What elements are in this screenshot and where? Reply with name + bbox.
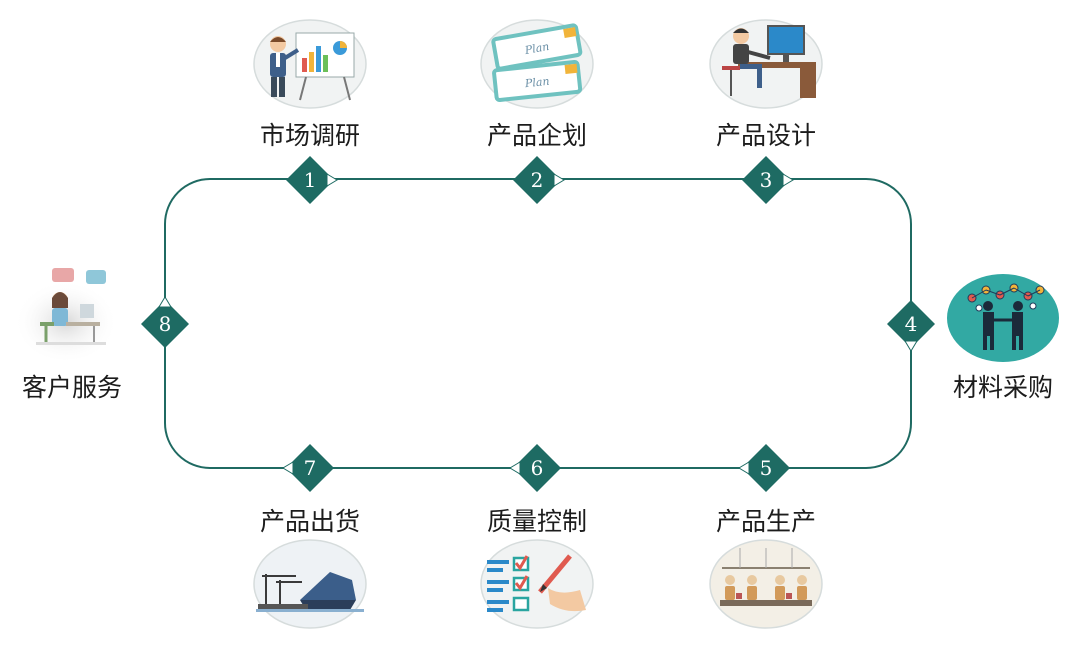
step-marker-8: 8 <box>141 296 189 348</box>
step-number: 8 <box>159 312 172 336</box>
step-marker-6: 6 <box>509 444 561 492</box>
step-marker-3: 3 <box>742 156 794 204</box>
checklist-icon <box>480 539 594 629</box>
step-notch <box>326 173 338 187</box>
svg-text:Plan: Plan <box>523 75 550 91</box>
step-diamond <box>887 300 935 348</box>
step-number: 5 <box>760 456 773 480</box>
step-diamond <box>513 444 561 492</box>
step-label-1: 市场调研 <box>259 121 361 150</box>
step-marker-1: 1 <box>286 156 338 204</box>
step-number: 7 <box>304 456 317 480</box>
step-markers: 1 2 3 4 5 6 7 8 <box>141 156 935 492</box>
step-label-6: 质量控制 <box>486 507 588 536</box>
step-number: 1 <box>304 168 317 192</box>
step-number: 2 <box>531 168 544 192</box>
step-marker-4: 4 <box>887 300 935 352</box>
step-marker-7: 7 <box>282 444 334 492</box>
step-notch <box>509 461 521 475</box>
step-label-2: 产品企划 <box>486 121 588 150</box>
step-number: 6 <box>531 456 544 480</box>
step-diamond <box>286 444 334 492</box>
handshake-icon <box>947 274 1059 362</box>
step-notch <box>282 461 294 475</box>
cycle-loop-line <box>164 178 912 469</box>
step-diamond <box>513 156 561 204</box>
step-label-7: 产品出货 <box>259 507 361 536</box>
step-label-5: 产品生产 <box>715 507 817 536</box>
step-label-3: 产品设计 <box>715 121 817 150</box>
plan-cards-icon: Plan Plan <box>480 19 594 109</box>
step-notch <box>738 461 750 475</box>
step-diamond <box>742 444 790 492</box>
designer-desk-icon <box>709 19 823 109</box>
step-diamond <box>141 300 189 348</box>
step-label-4: 材料采购 <box>952 373 1054 402</box>
step-number: 3 <box>760 168 773 192</box>
step-diamond <box>286 156 334 204</box>
step-notch <box>782 173 794 187</box>
factory-workers-icon <box>709 539 823 629</box>
step-diamond <box>742 156 790 204</box>
step-number: 4 <box>905 312 918 336</box>
step-marker-5: 5 <box>738 444 790 492</box>
svg-text:Plan: Plan <box>523 40 550 57</box>
customer-service-icon <box>14 268 118 360</box>
step-label-8: 客户服务 <box>21 373 123 402</box>
step-notch <box>904 340 918 352</box>
step-notch <box>553 173 565 187</box>
step-marker-2: 2 <box>513 156 565 204</box>
step-notch <box>158 296 172 308</box>
presentation-icon <box>253 19 367 109</box>
cargo-ship-icon <box>253 539 367 629</box>
